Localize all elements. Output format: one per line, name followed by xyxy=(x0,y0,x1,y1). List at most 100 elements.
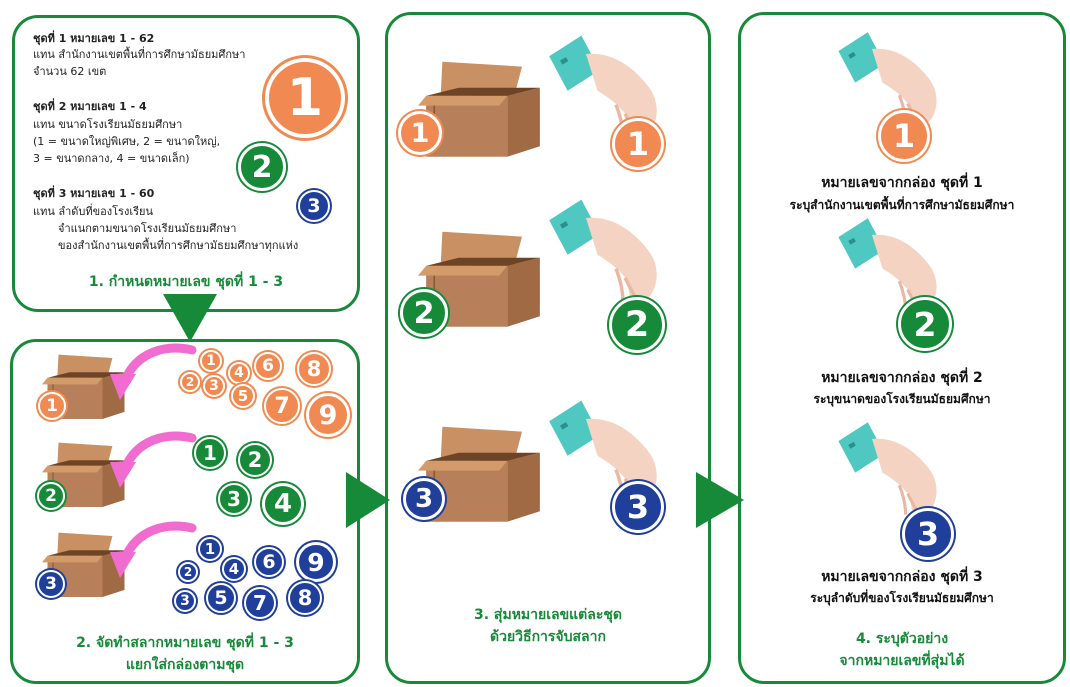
drawn-ticket-icon: 2 xyxy=(609,297,665,353)
set1-coin-icon: 1 xyxy=(265,58,345,138)
arrow-right-icon xyxy=(696,472,744,528)
green-ticket-icon: 4 xyxy=(262,483,304,525)
blue-ticket-label: 8 xyxy=(297,586,313,610)
green-ticket-label: 2 xyxy=(247,448,263,472)
hand-icon xyxy=(838,422,937,518)
arrow-right-icon xyxy=(346,472,390,528)
hand-icon xyxy=(838,218,937,314)
result3-desc: ระบุลำดับที่ของโรงเรียนมัธยมศึกษา xyxy=(810,591,994,605)
orange-ticket-label: 6 xyxy=(262,356,274,376)
result1-desc: ระบุสำนักงานเขตพื้นที่การศึกษามัธยมศึกษา xyxy=(789,198,1015,212)
blue-ticket-icon: 2 xyxy=(178,562,198,582)
box-coin-icon: 2 xyxy=(37,482,65,510)
box-coin-label: 3 xyxy=(45,574,57,594)
result-ticket-icon: 2 xyxy=(898,297,952,351)
blue-ticket-icon: 9 xyxy=(296,542,336,582)
orange-ticket-label: 5 xyxy=(237,387,249,405)
box-icon xyxy=(418,61,540,157)
green-ticket-icon: 2 xyxy=(238,443,272,477)
set3-line3: ของสำนักงานเขตพื้นที่การศึกษามัธยมศึกษาท… xyxy=(58,239,299,252)
set1-coin-label: 1 xyxy=(286,68,324,128)
blue-ticket-label: 1 xyxy=(204,540,216,558)
step3-caption-line1: 3. สุ่มหมายเลขแต่ละชุด xyxy=(474,607,622,623)
box-coin-label: 3 xyxy=(414,484,434,514)
green-ticket-label: 1 xyxy=(203,441,217,465)
drawn-ticket-label: 2 xyxy=(624,305,650,345)
hand-icon xyxy=(549,199,657,305)
blue-ticket-label: 2 xyxy=(183,565,193,579)
result3-title: หมายเลขจากกล่อง ชุดที่ 3 xyxy=(821,569,983,585)
set1-line2: จำนวน 62 เขต xyxy=(33,65,107,78)
box-coin-icon: 3 xyxy=(37,570,65,598)
pink-arrow-icon xyxy=(110,431,197,488)
pink-arrow-icon xyxy=(110,521,197,578)
step4-caption-line1: 4. ระบุตัวอย่าง xyxy=(855,631,949,647)
step4-panel xyxy=(738,12,1066,684)
set3-line2: จำแนกตามขนาดโรงเรียนมัธยมศึกษา xyxy=(58,222,237,235)
blue-ticket-icon: 4 xyxy=(222,557,246,581)
blue-ticket-icon: 3 xyxy=(174,590,196,612)
drawn-ticket-label: 1 xyxy=(626,125,650,163)
drawn-ticket-icon: 1 xyxy=(612,118,664,170)
set2-coin-label: 2 xyxy=(251,149,273,185)
set2-title: ชุดที่ 2 หมายเลข 1 - 4 xyxy=(33,100,147,113)
result-ticket-icon: 3 xyxy=(902,508,954,560)
box-coin-icon: 1 xyxy=(398,111,442,155)
drawn-ticket-label: 3 xyxy=(626,488,650,526)
blue-ticket-label: 4 xyxy=(228,560,240,578)
drawn-ticket-icon: 3 xyxy=(612,481,664,533)
green-ticket-label: 4 xyxy=(273,489,293,519)
blue-ticket-icon: 1 xyxy=(198,537,222,561)
blue-ticket-icon: 5 xyxy=(206,583,236,613)
arrow-down-icon xyxy=(163,294,217,342)
box-coin-icon: 3 xyxy=(403,478,445,520)
result2-title: หมายเลขจากกล่อง ชุดที่ 2 xyxy=(821,370,983,386)
set3-line1: แทน ลำดับที่ของโรงเรียน xyxy=(33,205,153,218)
green-ticket-label: 3 xyxy=(227,487,241,511)
box-icon xyxy=(418,426,540,522)
result-ticket-label: 2 xyxy=(913,304,937,344)
orange-ticket-icon: 6 xyxy=(254,352,282,380)
set3-title: ชุดที่ 3 หมายเลข 1 - 60 xyxy=(33,187,155,200)
set2-line1: แทน ขนาดโรงเรียนมัธยมศึกษา xyxy=(33,118,183,131)
box-coin-icon: 2 xyxy=(400,289,448,337)
orange-ticket-icon: 4 xyxy=(228,362,250,384)
orange-ticket-label: 9 xyxy=(318,399,338,431)
orange-ticket-label: 3 xyxy=(209,378,219,394)
blue-ticket-icon: 8 xyxy=(288,581,322,615)
set3-coin-label: 3 xyxy=(307,195,321,217)
orange-ticket-label: 1 xyxy=(206,353,216,369)
green-ticket-icon: 1 xyxy=(194,437,226,469)
orange-ticket-icon: 8 xyxy=(297,352,331,386)
orange-ticket-label: 4 xyxy=(234,365,244,381)
step1-caption: 1. กำหนดหมายเลข ชุดที่ 1 - 3 xyxy=(88,274,284,290)
blue-ticket-label: 5 xyxy=(214,587,228,609)
blue-ticket-label: 9 xyxy=(307,547,325,577)
step4-caption-line2: จากหมายเลขที่สุ่มได้ xyxy=(839,653,965,669)
orange-ticket-label: 8 xyxy=(306,357,322,381)
set2-line2: (1 = ขนาดใหญ่พิเศษ, 2 = ขนาดใหญ่, xyxy=(33,135,221,148)
set3-coin-icon: 3 xyxy=(298,190,330,222)
blue-ticket-label: 6 xyxy=(262,551,276,573)
box-icon xyxy=(418,231,540,327)
step2-caption-line1: 2. จัดทำสลากหมายเลข ชุดที่ 1 - 3 xyxy=(76,635,294,651)
orange-ticket-icon: 9 xyxy=(306,393,350,437)
set1-line1: แทน สำนักงานเขตพื้นที่การศึกษามัธยมศึกษา xyxy=(33,48,246,61)
blue-ticket-icon: 7 xyxy=(244,587,276,619)
box-coin-label: 2 xyxy=(45,486,57,506)
result-ticket-icon: 1 xyxy=(878,110,930,162)
box-coin-label: 1 xyxy=(410,117,430,149)
box-coin-label: 2 xyxy=(413,295,435,331)
blue-ticket-label: 7 xyxy=(253,591,267,615)
result1-title: หมายเลขจากกล่อง ชุดที่ 1 xyxy=(821,175,983,191)
orange-ticket-label: 7 xyxy=(274,393,290,419)
step2-caption-line2: แยกใส่กล่องตามชุด xyxy=(125,657,245,673)
box-coin-icon: 1 xyxy=(38,392,66,420)
set2-line3: 3 = ขนาดกลาง, 4 = ขนาดเล็ก) xyxy=(33,152,190,165)
green-ticket-icon: 3 xyxy=(218,483,250,515)
set1-title: ชุดที่ 1 หมายเลข 1 - 62 xyxy=(33,32,155,45)
orange-ticket-icon: 1 xyxy=(200,350,222,372)
orange-ticket-icon: 3 xyxy=(203,375,225,397)
blue-ticket-icon: 6 xyxy=(254,547,284,577)
blue-ticket-label: 3 xyxy=(180,593,190,609)
